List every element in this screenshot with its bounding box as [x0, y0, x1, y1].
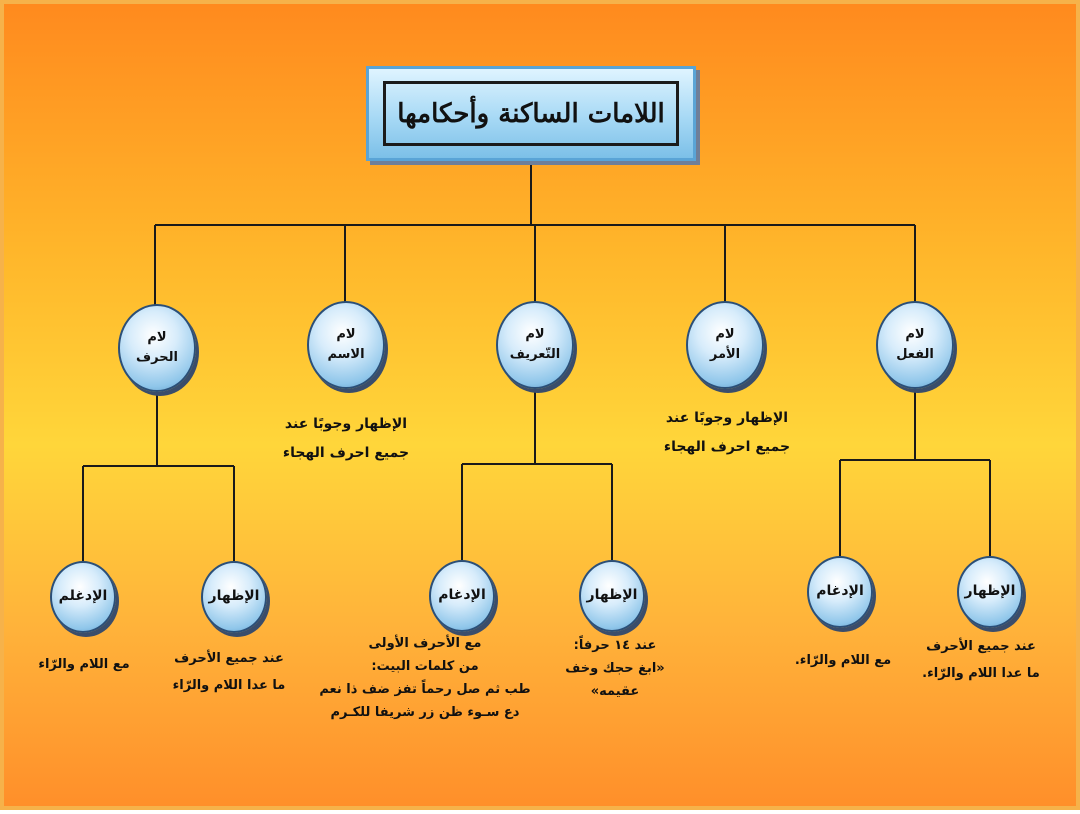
connector-lines: [82, 161, 991, 561]
note-harf-izhar-line2: ما عدا اللام والرّاء: [172, 677, 286, 693]
note-tarif-idgham-line4: دع سـوء ظن زر شريفا للكـرم: [330, 705, 520, 721]
node-tarif-idgham: الإدغام: [429, 560, 495, 632]
note-ism-line1: الإظهار وجوبًا عند: [284, 416, 408, 432]
note-amr-line1: الإظهار وجوبًا عند: [665, 410, 789, 426]
node-harf-idgham-label: الإدغلم: [58, 588, 108, 605]
note-fil-izhar-line1: عند جميع الأحرف: [926, 639, 1036, 654]
node-lam-alharf: لام الحرف: [118, 304, 196, 392]
note-tarif-idgham-line2: من كلمات البيت:: [371, 659, 479, 675]
note-tarif-izhar-line2: «ابغ حجك وخف: [565, 661, 665, 677]
node-tarif-idgham-label: الإدغام: [438, 587, 486, 604]
note-tarif-izhar: عند ١٤ حرفاً: «ابغ حجك وخف عقيمه»: [560, 634, 670, 703]
node-lam-alism-line2: الاسم: [327, 347, 365, 362]
node-lam-alfil: لام الفعل: [876, 301, 954, 389]
note-amr-line2: جميع احرف الهجاء: [663, 438, 791, 455]
note-tarif-izhar-line1: عند ١٤ حرفاً:: [573, 638, 657, 653]
note-harf-idgham-line1: مع اللام والرّاء: [38, 657, 130, 672]
note-tarif-idgham: مع الأحرف الأولى من كلمات البيت: طب ثم ص…: [310, 632, 540, 725]
node-lam-alharf-line2: الحرف: [136, 350, 178, 365]
node-lam-alamr-line2: الأمر: [709, 347, 741, 362]
note-fil-idgham-line1: مع اللام والرّاء.: [794, 653, 892, 668]
note-fil-izhar: عند جميع الأحرف ما عدا اللام والرّاء.: [916, 634, 1046, 687]
node-fil-izhar: الإظهار: [957, 556, 1023, 628]
note-tarif-izhar-line3: عقيمه»: [590, 684, 640, 700]
node-lam-alfil-line2: الفعل: [896, 347, 934, 362]
node-lam-alism-line1: لام: [336, 326, 356, 342]
node-lam-alamr: لام الأمر: [686, 301, 764, 389]
node-lam-alamr-line1: لام: [715, 326, 735, 342]
node-tarif-izhar-label: الإظهار: [586, 587, 638, 604]
title-frame: اللامات الساكنة وأحكامها: [383, 81, 679, 146]
node-lam-alfil-line1: لام: [905, 326, 925, 342]
note-fil-idgham: مع اللام والرّاء.: [788, 648, 898, 675]
note-fil-izhar-line2: ما عدا اللام والرّاء.: [922, 665, 1040, 681]
note-ism-line2: جميع احرف الهجاء: [282, 444, 410, 461]
node-harf-izhar: الإظهار: [201, 561, 267, 633]
note-tarif-idgham-line1: مع الأحرف الأولى: [368, 636, 482, 651]
title-box: اللامات الساكنة وأحكامها: [366, 66, 696, 161]
node-lam-alharf-line1: لام: [147, 329, 167, 345]
note-ism: الإظهار وجوبًا عند جميع احرف الهجاء: [266, 410, 426, 467]
node-tarif-izhar: الإظهار: [579, 560, 645, 632]
note-tarif-idgham-line3: طب ثم صل رحماً تفز ضف ذا نعم: [319, 682, 531, 698]
note-amr: الإظهار وجوبًا عند جميع احرف الهجاء: [647, 404, 807, 461]
node-lam-altarif-line2: التّعريف: [509, 347, 561, 362]
node-lam-alism: لام الاسم: [307, 301, 385, 389]
note-harf-izhar-line1: عند جميع الأحرف: [174, 651, 284, 666]
node-fil-idgham-label: الإدغام: [816, 583, 864, 600]
note-harf-izhar: عند جميع الأحرف ما عدا اللام والرّاء: [164, 646, 294, 699]
node-fil-izhar-label: الإظهار: [964, 583, 1016, 600]
node-fil-idgham: الإدغام: [807, 556, 873, 628]
node-lam-altarif: لام التّعريف: [496, 301, 574, 389]
node-lam-altarif-line1: لام: [525, 326, 545, 342]
node-harf-izhar-label: الإظهار: [208, 588, 260, 605]
note-harf-idgham: مع اللام والرّاء: [24, 652, 144, 679]
node-harf-idgham: الإدغلم: [50, 561, 116, 633]
diagram-title: اللامات الساكنة وأحكامها: [397, 98, 665, 129]
